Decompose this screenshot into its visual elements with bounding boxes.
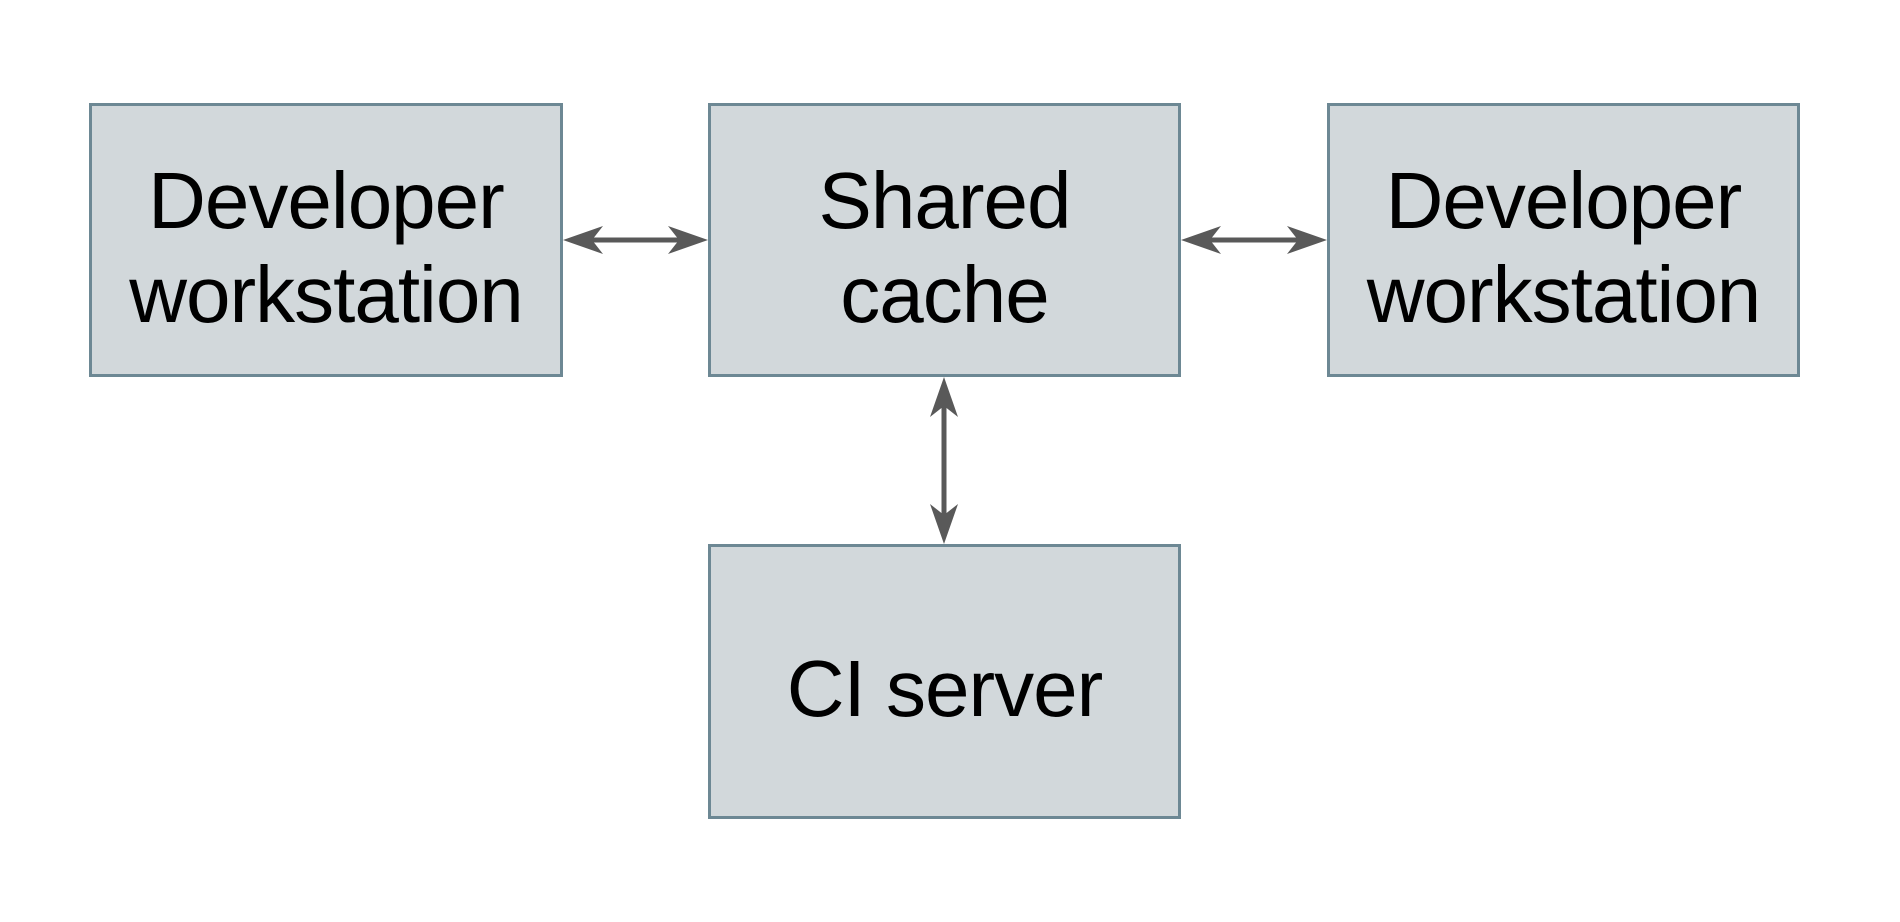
node-label-line: Developer <box>1385 155 1743 245</box>
bidirectional-arrow-cache-devright <box>1181 226 1327 254</box>
node-label-line: workstation <box>1366 250 1762 339</box>
node-label: Shared cache <box>818 154 1072 343</box>
node-developer-workstation-right: Developer workstation <box>1327 103 1800 377</box>
node-label: CI server <box>787 642 1103 736</box>
bidirectional-arrow-cache-ciserver <box>930 377 958 544</box>
bidirectional-arrow-devleft-cache <box>563 226 708 254</box>
node-label: Developer workstation <box>1366 154 1762 343</box>
node-label-line: Shared <box>818 155 1072 245</box>
node-shared-cache: Shared cache <box>708 103 1181 377</box>
node-ci-server: CI server <box>708 544 1181 819</box>
node-label: Developer workstation <box>129 154 524 343</box>
node-developer-workstation-left: Developer workstation <box>89 103 563 377</box>
node-label-line: workstation <box>129 250 524 339</box>
node-label-line: CI server <box>786 644 1103 734</box>
node-label-line: cache <box>840 250 1049 339</box>
node-label-line: Developer <box>148 155 505 245</box>
